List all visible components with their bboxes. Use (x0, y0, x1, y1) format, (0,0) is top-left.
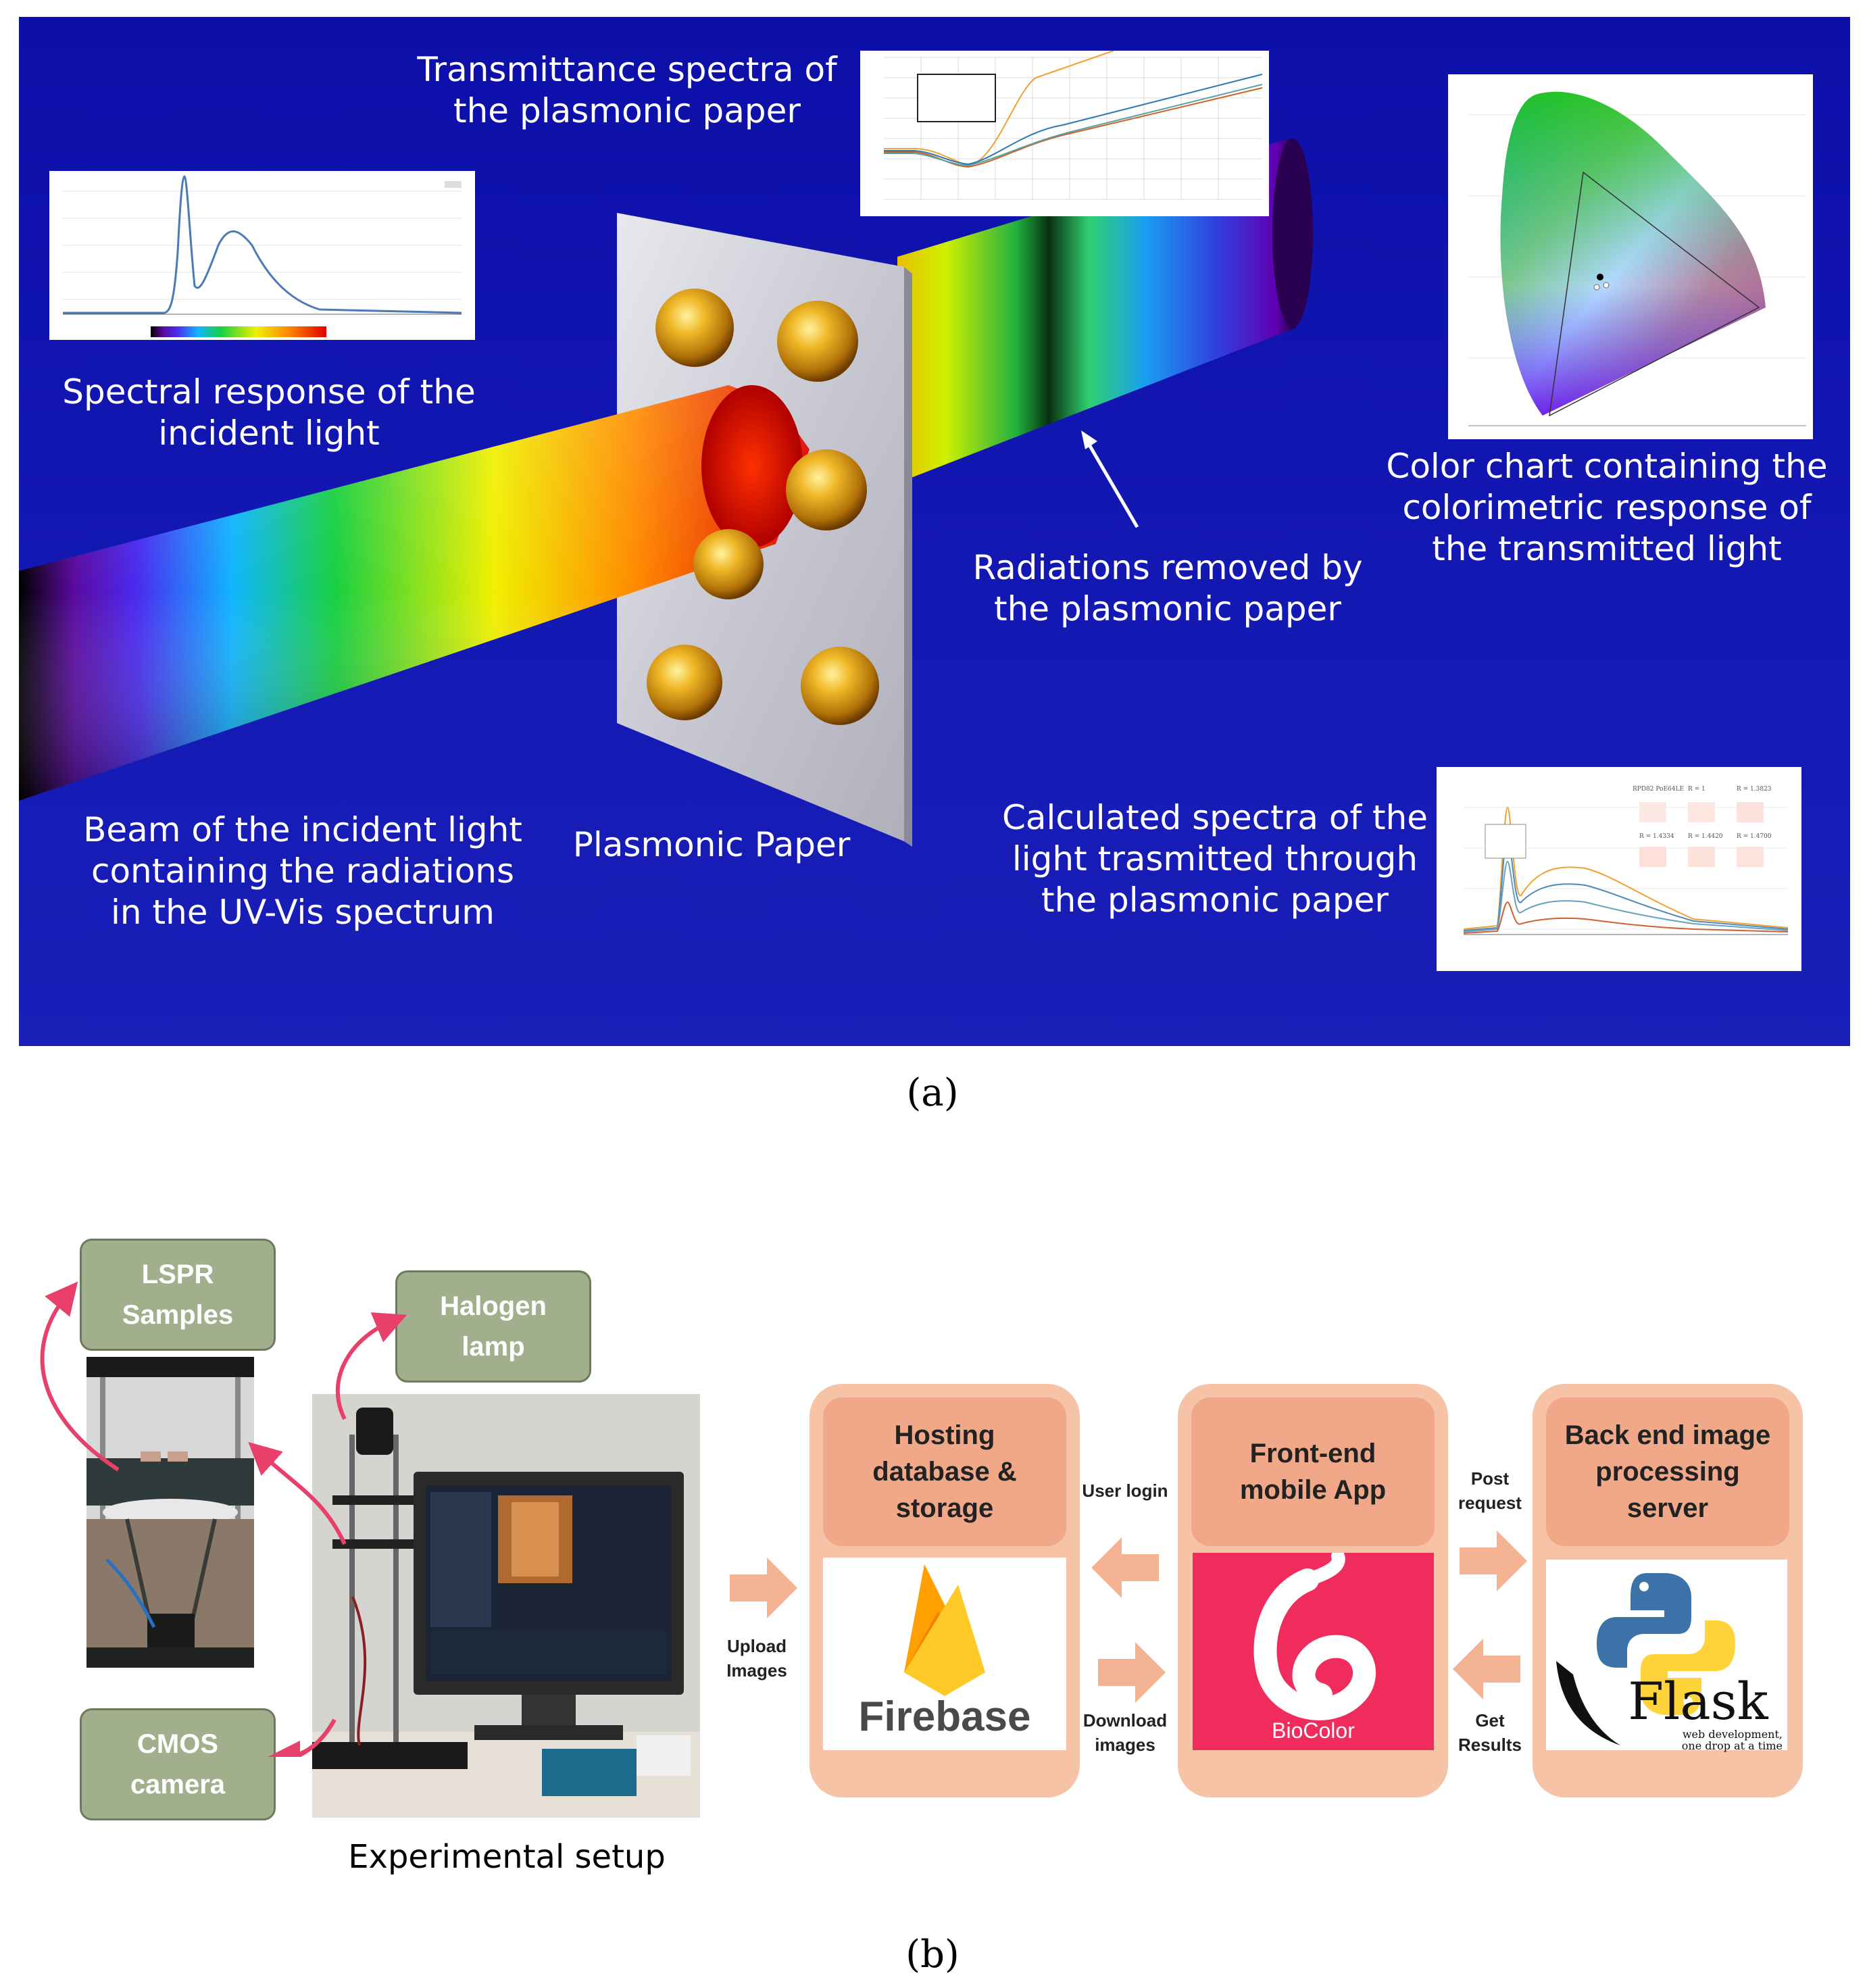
transmitted-beam (897, 139, 1313, 483)
cmos-camera-box: CMOS camera (80, 1708, 276, 1820)
label-color-chart: Color chart containing the colorimetric … (1386, 447, 1828, 568)
setup-label: Experimental setup (348, 1838, 666, 1876)
lspr-sample-photo (86, 1357, 254, 1668)
label-transmittance: Transmittance spectra of the plasmonic p… (417, 50, 837, 130)
flask-logo: Flask web development, one drop at a tim… (1546, 1560, 1787, 1752)
flask-wordmark: Flask (1628, 1671, 1768, 1731)
svg-text:RPD82 PoE64LE: RPD82 PoE64LE (1633, 786, 1684, 793)
r-label-4: R = 1.4420 (1688, 833, 1723, 840)
r-label-5: R = 1.4700 (1737, 833, 1772, 840)
label-radiations-removed: Radiations removed by the plasmonic pape… (972, 548, 1363, 628)
caption-b: (b) (905, 1933, 960, 1977)
gold-nanoparticles (647, 289, 879, 725)
backend-title: Back end image processing server (1546, 1397, 1789, 1546)
post-request-label: Post request (1458, 1468, 1522, 1513)
upload-arrow (730, 1558, 797, 1618)
panel-a-illustration: RPD82 PoE64LE R = 1 R = 1.3823 R = 1.433… (19, 17, 1850, 1046)
label-beam: Beam of the incident light containing th… (83, 810, 522, 932)
incident-beam (19, 385, 810, 801)
frontend-title: Front-end mobile App (1191, 1397, 1435, 1546)
r-label-2: R = 1.3823 (1737, 786, 1772, 793)
caption-a: (a) (906, 1071, 959, 1115)
experimental-setup-photo (312, 1394, 700, 1818)
user-login-arrow (1091, 1537, 1159, 1598)
hosting-title: Hosting database & storage (823, 1397, 1066, 1546)
biocolor-logo: BioColor (1193, 1549, 1434, 1750)
get-results-arrow (1453, 1639, 1520, 1699)
color-chart-inset (1448, 74, 1813, 439)
download-arrow (1098, 1642, 1166, 1703)
flask-tagline: web development, one drop at a time (1681, 1728, 1783, 1752)
r-label-1: R = 1 (1688, 786, 1706, 793)
post-request-arrow (1460, 1531, 1527, 1591)
biocolor-wordmark: BioColor (1272, 1718, 1355, 1743)
r-label-3: R = 1.4334 (1639, 833, 1674, 840)
label-plasmonic-paper: Plasmonic Paper (572, 825, 851, 864)
label-spectral-response: Spectral response of the incident light (62, 372, 476, 453)
get-results-label: Get Results (1458, 1710, 1522, 1755)
incident-spectrum-inset (49, 171, 475, 340)
calculated-spectra-inset: RPD82 PoE64LE R = 1 R = 1.3823 R = 1.433… (1437, 767, 1801, 971)
transmittance-spectra-inset (860, 51, 1269, 216)
firebase-wordmark: Firebase (858, 1693, 1031, 1740)
lspr-samples-box: LSPR Samples (80, 1239, 276, 1351)
user-login-label: User login (1082, 1481, 1168, 1501)
firebase-logo: Firebase (823, 1558, 1066, 1750)
annotation-arrows (40, 1281, 407, 1757)
radiation-arrow (1081, 430, 1139, 528)
upload-images-label: Upload Images (726, 1636, 787, 1681)
label-calculated-spectra: Calculated spectra of the light trasmitt… (1001, 798, 1428, 920)
halogen-lamp-box: Halogen lamp (395, 1270, 591, 1383)
download-images-label: Download images (1082, 1710, 1168, 1755)
